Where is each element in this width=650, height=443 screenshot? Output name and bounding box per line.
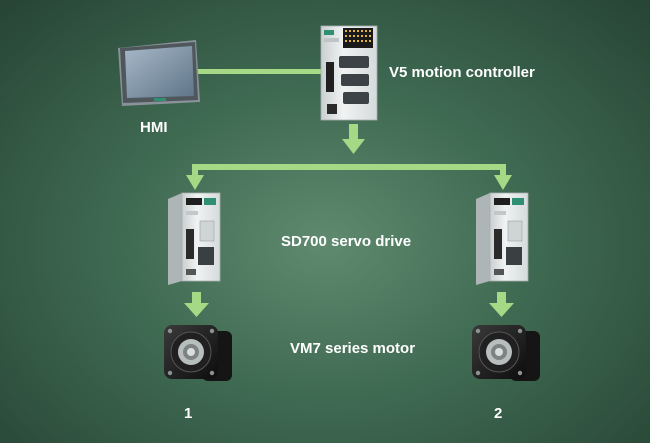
bus-arrow-right [494,175,512,190]
servo-drive-icon-left [168,192,221,285]
bus-line [192,164,506,170]
servo-drive-icon-right [476,192,529,285]
connector-lines [184,69,514,317]
hmi-controller-link [196,69,321,74]
drive-motor-arrow-right [489,292,514,317]
axis-2-label: 2 [494,405,503,422]
bus-drop-right [500,164,506,176]
controller-down-arrow [342,124,365,154]
axis-1-label: 1 [184,405,193,422]
servo-motor-icon-right [472,325,540,381]
motion-controller-icon [320,25,378,121]
servo-motor-icon-left [164,325,232,381]
drive-motor-arrow-left [184,292,209,317]
controller-label: V5 motion controller [389,64,535,81]
hmi-icon [118,40,200,106]
motor-label: VM7 series motor [290,340,416,357]
bus-arrow-left [186,175,204,190]
servo-drive-label: SD700 servo drive [281,233,412,250]
bus-drop-left [192,164,198,176]
hmi-label: HMI [140,119,168,136]
